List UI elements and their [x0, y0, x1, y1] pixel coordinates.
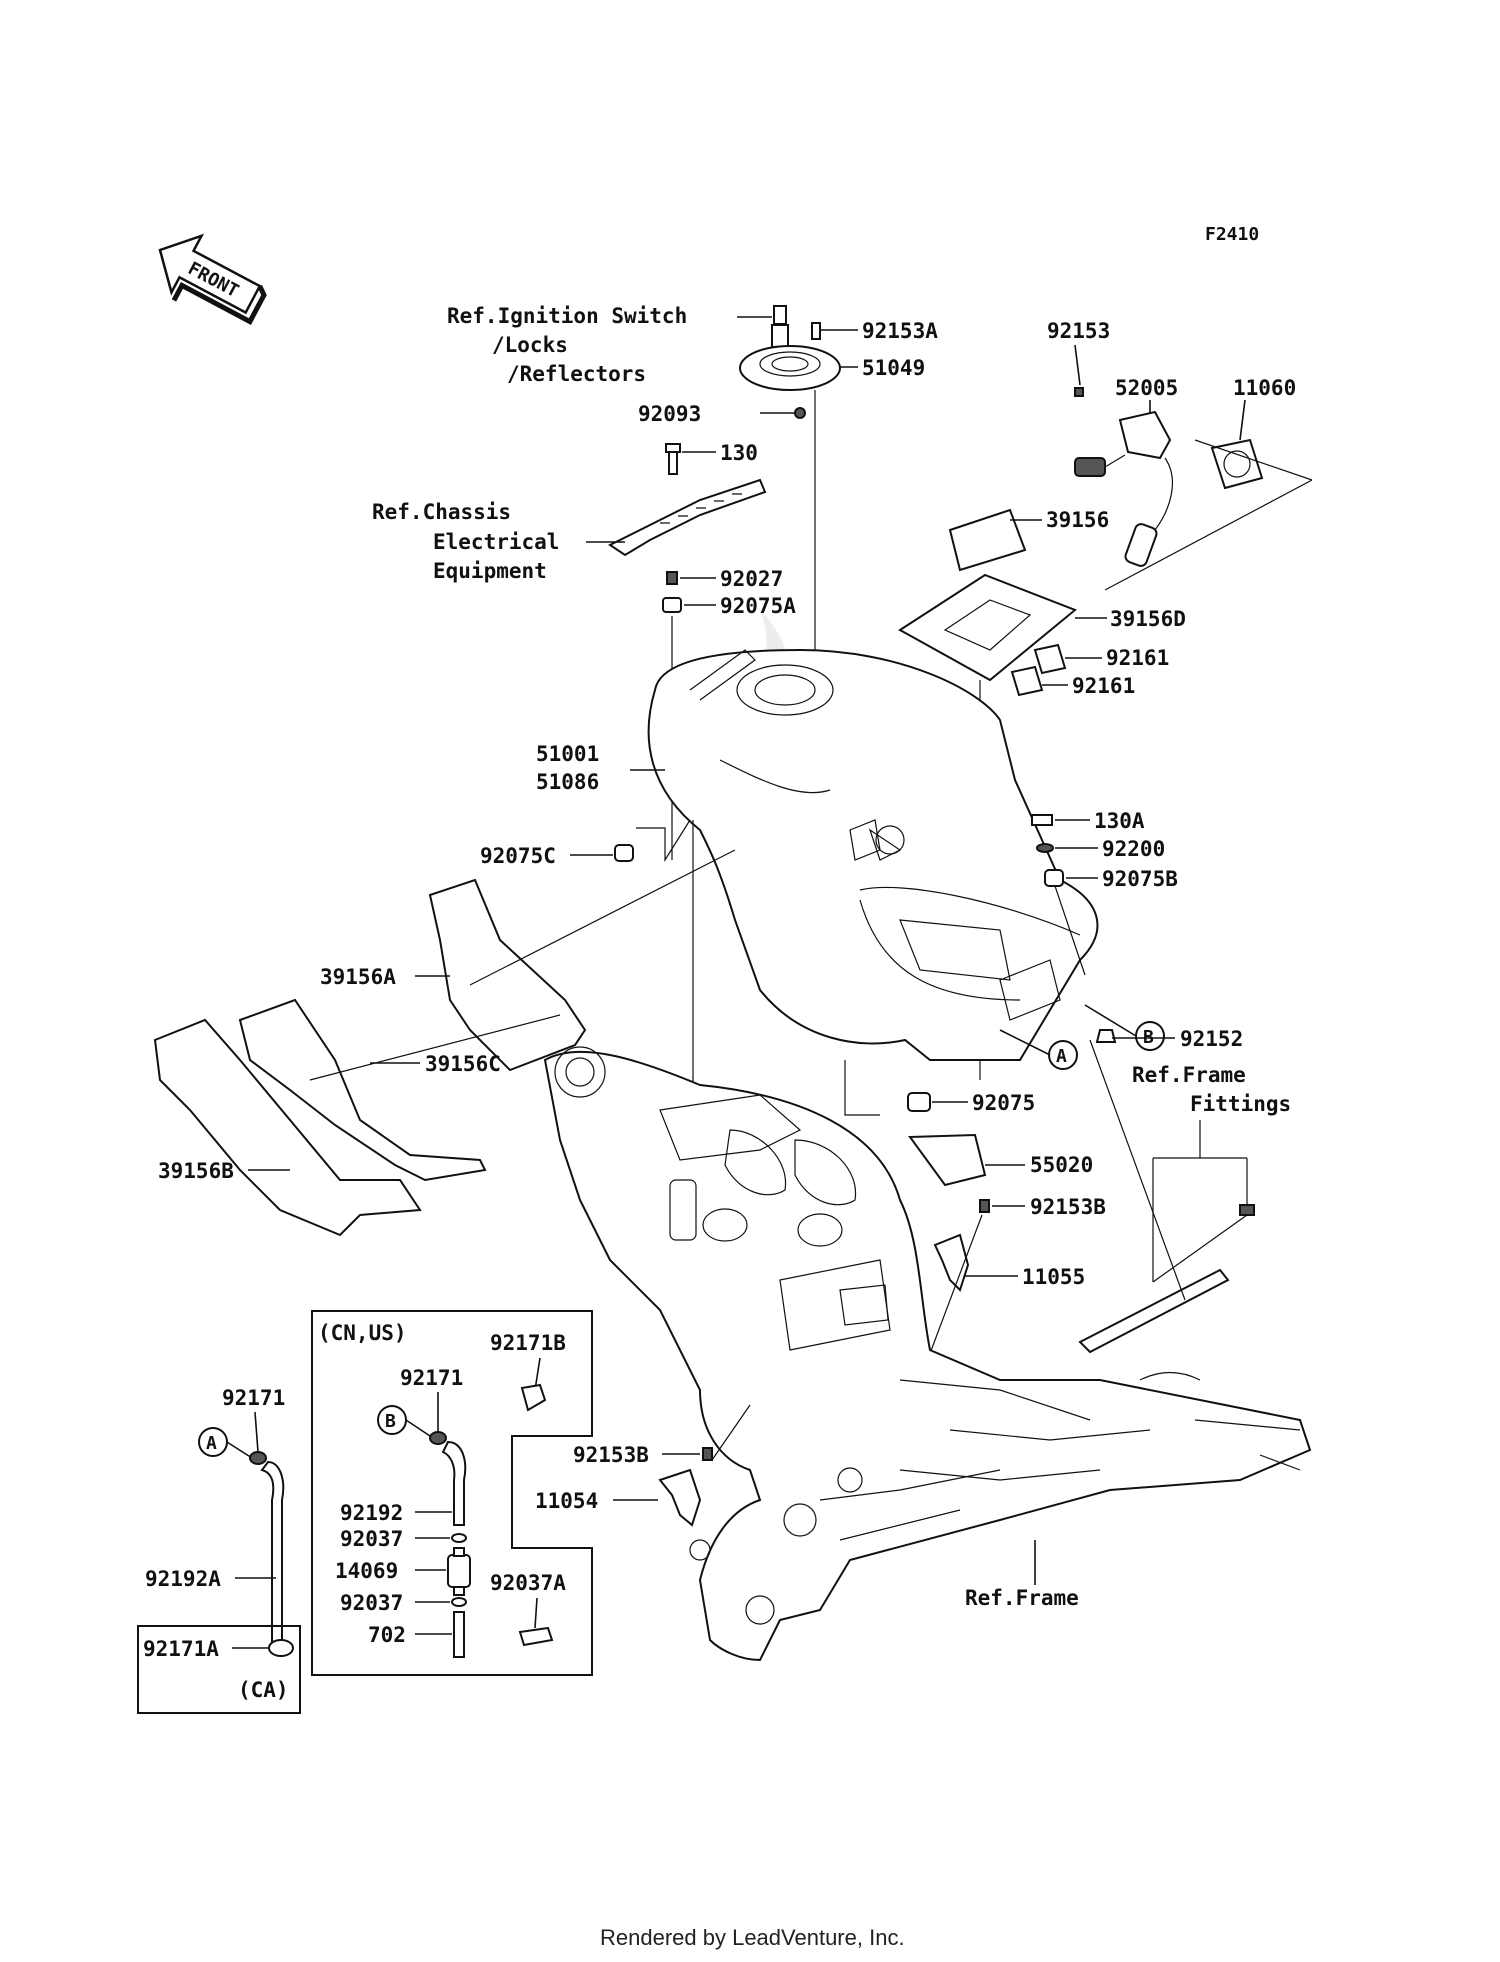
bracket-11054-part	[658, 1468, 702, 1527]
frame-rail-part	[1078, 1268, 1230, 1354]
fuel-tank-part	[647, 648, 1099, 1061]
spacer-part	[771, 324, 789, 348]
label-52005: 52005	[1115, 376, 1178, 400]
svg-text:A: A	[1056, 1046, 1067, 1067]
pad-39156C-part	[238, 998, 487, 1182]
hose-92192-part	[441, 1440, 467, 1526]
label-130A: 130A	[1094, 809, 1145, 833]
label-11055: 11055	[1022, 1265, 1085, 1289]
label-92153A: 92153A	[862, 319, 938, 343]
hose-702-part	[453, 1611, 465, 1658]
label-39156A: 39156A	[320, 965, 396, 989]
front-arrow-icon: FRONT	[158, 233, 267, 325]
label-92093: 92093	[638, 402, 701, 426]
label-92075A: 92075A	[720, 594, 796, 618]
label-92037A: 92037A	[490, 1571, 566, 1595]
label-51086: 51086	[536, 770, 599, 794]
motorcycle-frame-part	[543, 1046, 1312, 1662]
label-11060: 11060	[1233, 376, 1296, 400]
label-92027: 92027	[720, 567, 783, 591]
bracket-11055-part	[933, 1233, 970, 1292]
label-92037-top: 92037	[340, 1527, 403, 1551]
gasket-part	[1210, 438, 1264, 490]
label-92075C: 92075C	[480, 844, 556, 868]
svg-text:A: A	[206, 1433, 217, 1454]
label-92075B: 92075B	[1102, 867, 1178, 891]
label-130: 130	[720, 441, 758, 465]
label-51049: 51049	[862, 356, 925, 380]
label-39156B: 39156B	[158, 1159, 234, 1183]
filter-14069-part	[447, 1554, 471, 1588]
label-39156C: 39156C	[425, 1052, 501, 1076]
label-92171-inset: 92171	[400, 1366, 463, 1390]
ref-frame-fittings-line1: Ref.Frame	[1132, 1063, 1246, 1087]
inset-ca-title: (CA)	[238, 1678, 289, 1702]
label-92161-a: 92161	[1106, 646, 1169, 670]
inset-cn-us-box	[311, 1310, 593, 1676]
ref-chassis-line2: Electrical	[433, 530, 559, 554]
ref-ignition-line3: /Reflectors	[507, 362, 646, 386]
footer-credit: Rendered by LeadVenture, Inc.	[600, 1925, 905, 1950]
hose-92192A-part	[260, 1460, 285, 1651]
label-92152: 92152	[1180, 1027, 1243, 1051]
ref-ignition-line1: Ref.Ignition Switch	[447, 304, 687, 328]
bolt-part	[773, 305, 787, 325]
label-55020: 55020	[1030, 1153, 1093, 1177]
svg-text:B: B	[385, 1411, 396, 1432]
label-39156D: 39156D	[1110, 607, 1186, 631]
inset-ca-box	[137, 1625, 301, 1714]
label-92192: 92192	[340, 1501, 403, 1525]
label-92075: 92075	[972, 1091, 1035, 1115]
pad-39156B-part	[153, 1018, 422, 1237]
pad-55020-part	[908, 1133, 987, 1187]
label-11054: 11054	[535, 1489, 598, 1513]
ref-chassis-line3: Equipment	[433, 559, 547, 583]
label-92153: 92153	[1047, 319, 1110, 343]
ref-frame-fittings-line2: Fittings	[1190, 1092, 1291, 1116]
chassis-bracket-part	[608, 478, 767, 557]
label-92153B-bot: 92153B	[573, 1443, 649, 1467]
label-702: 702	[368, 1623, 406, 1647]
plate-39156D-part	[898, 573, 1077, 682]
label-92200: 92200	[1102, 837, 1165, 861]
label-92037-bot: 92037	[340, 1591, 403, 1615]
label-92171-left: 92171	[222, 1386, 285, 1410]
label-92161-b: 92161	[1072, 674, 1135, 698]
ref-frame: Ref.Frame	[965, 1586, 1079, 1610]
label-92153B-top: 92153B	[1030, 1195, 1106, 1219]
diagram-code: F2410	[1205, 224, 1259, 245]
label-39156: 39156	[1046, 508, 1109, 532]
label-92171B: 92171B	[490, 1331, 566, 1355]
pad-39156A-part	[428, 878, 587, 1072]
label-92192A: 92192A	[145, 1567, 221, 1591]
ref-chassis-line1: Ref.Chassis	[372, 500, 511, 524]
label-14069: 14069	[335, 1559, 398, 1583]
clamp-92171B-part	[520, 1383, 547, 1412]
fuel-pump-part	[1118, 410, 1172, 460]
pad-39156-part	[948, 508, 1027, 572]
inset-cn-us-title: (CN,US)	[318, 1321, 407, 1345]
label-51001: 51001	[536, 742, 599, 766]
clamp-92037A-part	[518, 1626, 554, 1647]
ref-ignition-line2: /Locks	[492, 333, 568, 357]
label-92171A: 92171A	[143, 1637, 219, 1661]
